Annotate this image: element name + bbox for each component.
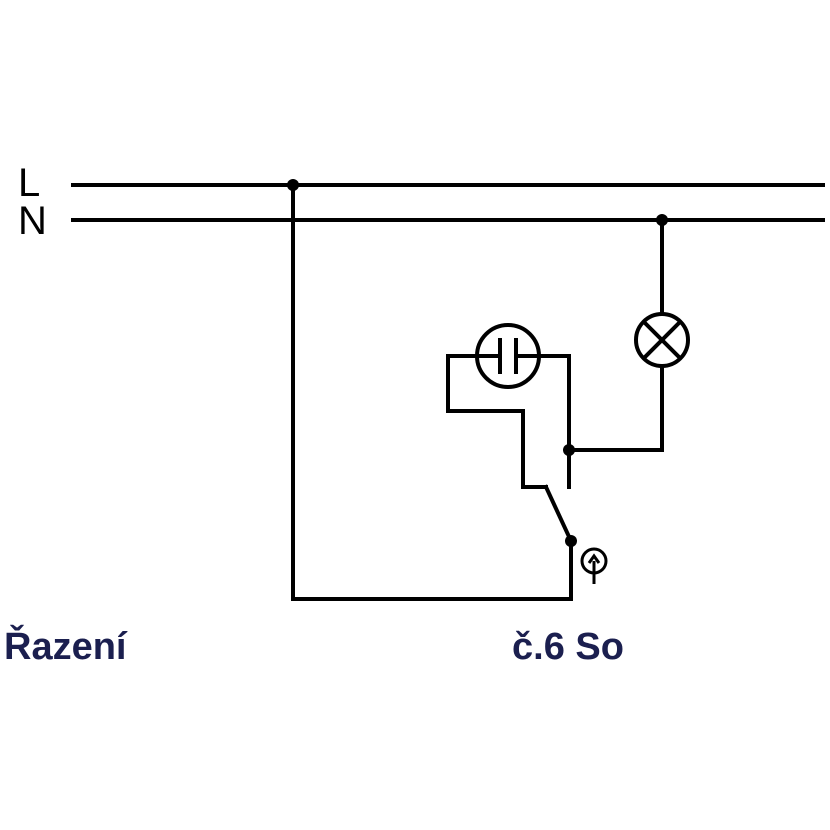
pushbutton-icon xyxy=(580,547,608,584)
phase-feed-wire xyxy=(291,183,573,601)
glow-indicator-icon xyxy=(475,323,541,389)
indicator-right-wire xyxy=(538,354,571,452)
lamp-to-switch-wire xyxy=(567,364,664,452)
footer-left-label: Řazení xyxy=(4,626,127,668)
footer-right-label: č.6 So xyxy=(512,626,624,668)
line-label-l: L xyxy=(18,161,41,205)
lamp-icon xyxy=(634,312,690,368)
switch-contact-icon xyxy=(543,448,577,547)
indicator-left-wire xyxy=(446,354,548,489)
line-label-n: N xyxy=(18,199,47,243)
